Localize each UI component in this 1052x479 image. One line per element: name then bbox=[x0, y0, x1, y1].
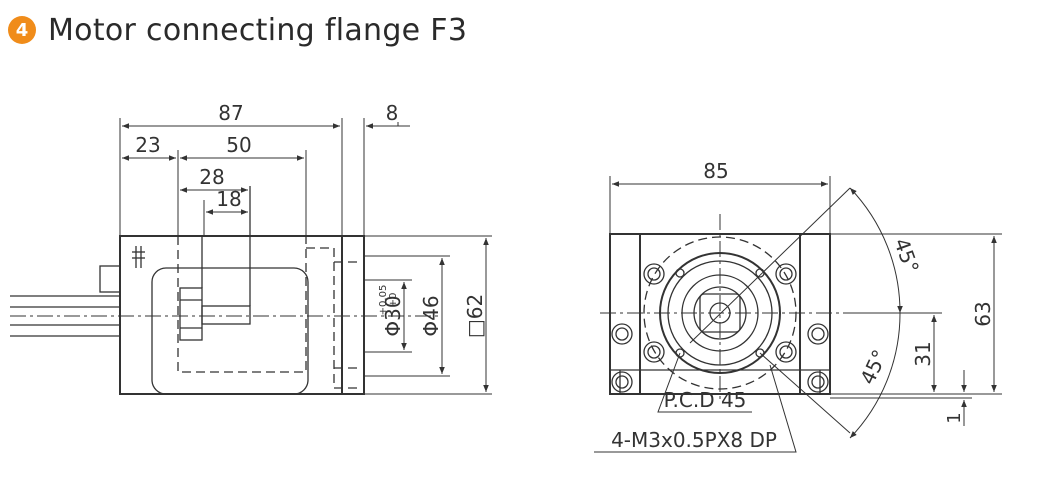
side-view: 87 8 23 50 28 18 Φ30 +0.05 +0 bbox=[10, 101, 492, 395]
dim-85-label: 85 bbox=[703, 159, 728, 183]
dim-28-label: 28 bbox=[199, 165, 224, 189]
dim-63-label: 63 bbox=[971, 301, 995, 326]
title-row: 4 Motor connecting flange F3 bbox=[8, 8, 467, 52]
dim-sq62-label: □62 bbox=[463, 294, 487, 338]
dim-8-label: 8 bbox=[386, 101, 399, 125]
page-title: Motor connecting flange F3 bbox=[48, 12, 468, 48]
dim-23-label: 23 bbox=[135, 133, 160, 157]
dim-18-label: 18 bbox=[216, 187, 241, 211]
dim-87-label: 87 bbox=[218, 101, 243, 125]
angle-top-label: 45° bbox=[889, 235, 924, 277]
dim-phi46-label: Φ46 bbox=[419, 295, 443, 336]
front-view: 85 45° 45° 63 31 1 P.C.D 4 bbox=[594, 159, 1002, 453]
dim-phi30-tol-plus: +0.05 bbox=[378, 285, 389, 316]
pcd-label: P.C.D 45 bbox=[664, 388, 747, 412]
dim-1-label: 1 bbox=[944, 412, 965, 423]
dim-31-label: 31 bbox=[911, 341, 935, 366]
dim-phi30-label: Φ30 bbox=[381, 295, 405, 336]
dim-50-label: 50 bbox=[226, 133, 251, 157]
section-number-badge: 4 bbox=[8, 16, 36, 44]
dim-phi30-tol-zero: +0 bbox=[388, 293, 399, 308]
hole-spec-label: 4-M3x0.5PX8 DP bbox=[611, 428, 777, 452]
